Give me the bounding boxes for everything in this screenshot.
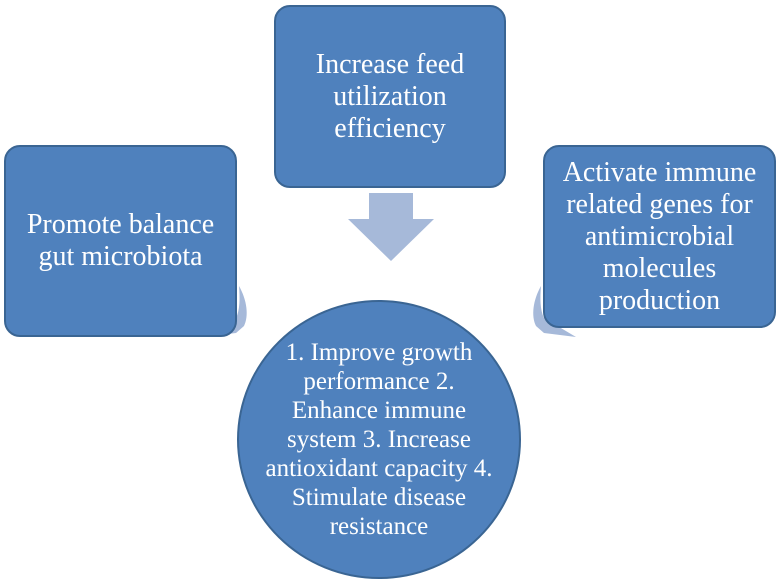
arrow-right-connector [533,286,576,337]
node-immune-genes-text: Activate immune related genes for antimi… [562,156,757,316]
node-central-outcomes-text: 1. Improve growth performance 2. Enhance… [265,339,493,540]
arrow-top-down [348,193,434,261]
node-gut-microbiota: Promote balance gut microbiota [4,145,237,337]
node-central-outcomes: 1. Improve growth performance 2. Enhance… [237,300,521,579]
node-feed-utilization-text: Increase feed utilization efficiency [315,48,465,144]
node-gut-microbiota-text: Promote balance gut microbiota [26,209,215,272]
node-immune-genes: Activate immune related genes for antimi… [543,145,776,328]
node-feed-utilization: Increase feed utilization efficiency [274,5,506,188]
